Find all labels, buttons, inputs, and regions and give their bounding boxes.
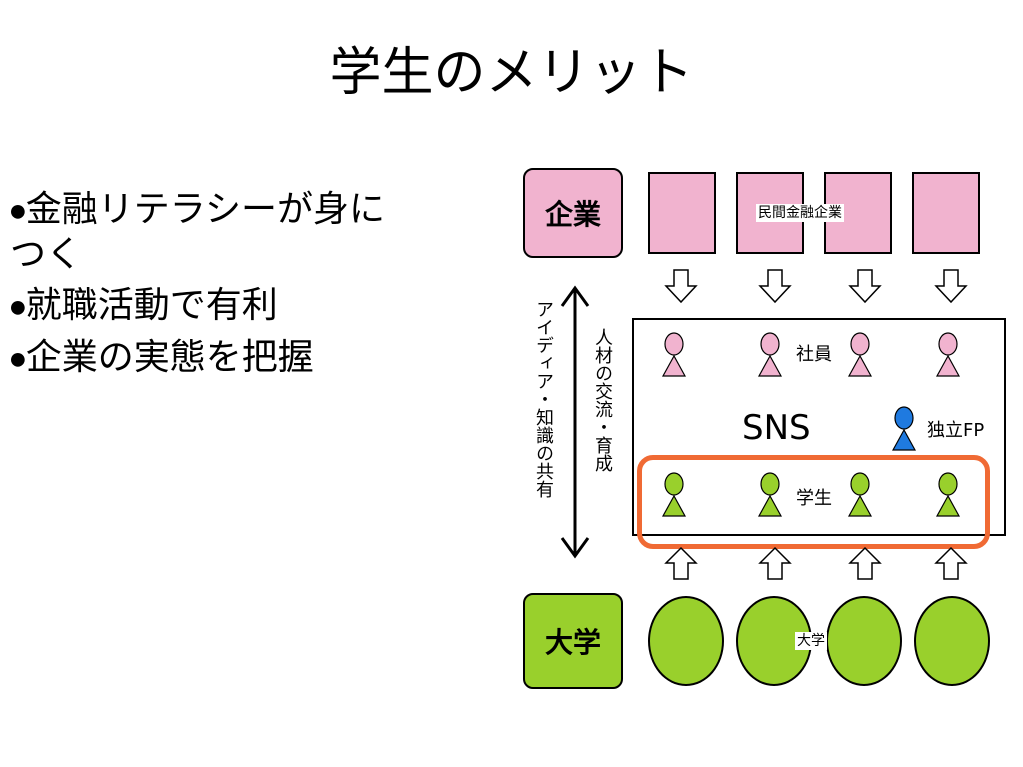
person-pink-icon <box>935 332 961 377</box>
double-arrow-icon <box>560 285 590 559</box>
down-arrow-icon <box>848 269 882 304</box>
sns-label: SNS <box>742 408 811 448</box>
down-arrow-icon <box>758 269 792 304</box>
company-box: 企業 <box>523 168 623 258</box>
right-vertical-text: 人材の交流・育成 <box>592 328 613 472</box>
bullet-item-1: ●金融リテラシーが身に つく <box>10 188 430 276</box>
private-company-box-1 <box>648 172 716 254</box>
person-pink-icon <box>661 332 687 377</box>
student-icons <box>661 472 961 517</box>
slide-title: 学生のメリット <box>329 43 694 103</box>
bullet-text-2: 就職活動で有利 <box>25 284 278 326</box>
bullet-dot-icon: ● <box>10 296 26 317</box>
university-small-label: 大学 <box>795 632 827 650</box>
up-arrows <box>664 546 968 580</box>
private-finance-label: 民間金融企業 <box>756 204 844 222</box>
university-circle-1 <box>648 596 724 686</box>
bullet-text-3: 企業の実態を把握 <box>25 337 314 378</box>
down-arrow-icon <box>934 269 968 304</box>
person-green-icon <box>661 472 687 517</box>
person-pink-icon <box>847 332 873 377</box>
bullet-dot-icon: ● <box>10 348 26 370</box>
bullet-dot-icon: ● <box>10 200 26 222</box>
student-label: 学生 <box>796 488 832 509</box>
employee-icons <box>661 332 961 377</box>
person-green-icon <box>847 472 873 517</box>
down-arrows <box>664 269 968 304</box>
person-green-icon <box>757 472 783 517</box>
university-circle-3 <box>826 596 902 686</box>
up-arrow-icon <box>848 546 882 580</box>
bullet-list: ●金融リテラシーが身に つく ●就職活動で有利 ●企業の実態を把握 <box>10 188 430 389</box>
university-circle-4 <box>914 596 990 686</box>
person-blue-icon <box>892 406 917 451</box>
down-arrow-icon <box>664 269 698 304</box>
private-company-box-4 <box>912 172 980 254</box>
bullet-text-1: 金融リテラシーが身に つく <box>10 189 385 275</box>
left-vertical-text: アイディア・知識の共有 <box>533 300 554 498</box>
up-arrow-icon <box>664 546 698 580</box>
bullet-item-3: ●企業の実態を把握 <box>10 336 430 381</box>
person-pink-icon <box>757 332 783 377</box>
person-green-icon <box>935 472 961 517</box>
student-highlight-frame <box>637 455 990 549</box>
up-arrow-icon <box>934 546 968 580</box>
up-arrow-icon <box>758 546 792 580</box>
bullet-item-2: ●就職活動で有利 <box>10 284 430 329</box>
employee-label: 社員 <box>796 344 832 365</box>
independent-fp-label: 独立FP <box>927 420 985 441</box>
university-box: 大学 <box>523 593 623 689</box>
